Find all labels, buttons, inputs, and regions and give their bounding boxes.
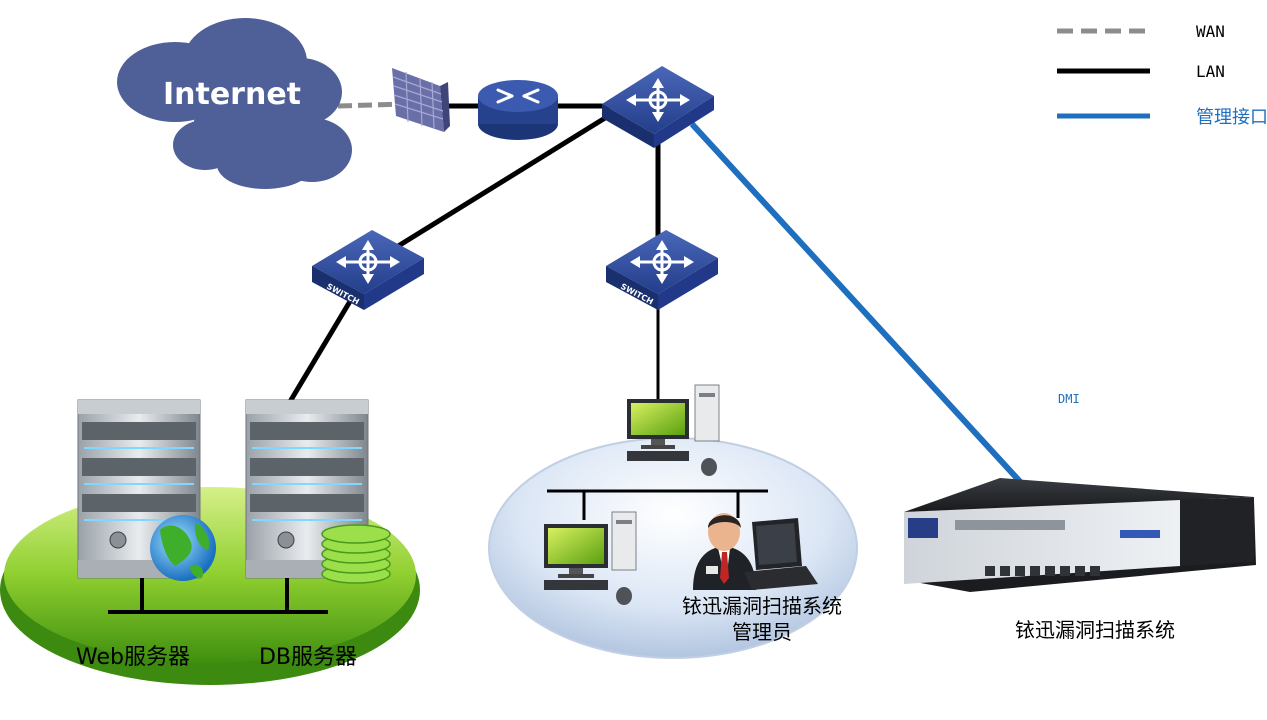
middle-switch-icon: SWITCH xyxy=(606,230,718,310)
internet-cloud: Internet xyxy=(117,18,352,189)
desktop-computer-icon xyxy=(627,384,720,476)
legend-lan-label: LAN xyxy=(1196,62,1225,81)
lan-links xyxy=(285,103,661,490)
db-server-label: DB服务器 xyxy=(259,645,357,670)
rack-appliance-icon xyxy=(904,478,1256,592)
management-link xyxy=(689,121,1028,490)
legend-wan-label: WAN xyxy=(1196,22,1225,41)
admin-label-line2: 管理员 xyxy=(732,620,792,644)
administrator-icon xyxy=(693,513,756,590)
database-icon xyxy=(321,524,391,584)
router-icon xyxy=(478,80,558,140)
firewall-icon xyxy=(392,68,450,132)
server-bus xyxy=(108,578,328,614)
wan-link xyxy=(337,101,406,109)
legend-mgmt-label: 管理接口 xyxy=(1196,107,1267,128)
scanner-label: 铱迅漏洞扫描系统 xyxy=(1015,618,1175,642)
legend: WAN LAN 管理接口 xyxy=(1057,22,1267,128)
desktop-computer-icon xyxy=(544,511,637,605)
db-server-icon xyxy=(245,399,369,579)
laptop-icon xyxy=(744,518,818,590)
admin-bus xyxy=(547,489,768,520)
core-switch-icon xyxy=(602,66,714,148)
globe-icon xyxy=(150,515,216,581)
internet-label: Internet xyxy=(163,77,301,112)
web-server-label: Web服务器 xyxy=(76,645,190,670)
admin-label-line1: 铱迅漏洞扫描系统 xyxy=(682,594,842,618)
dmi-label: DMI xyxy=(1058,392,1080,406)
